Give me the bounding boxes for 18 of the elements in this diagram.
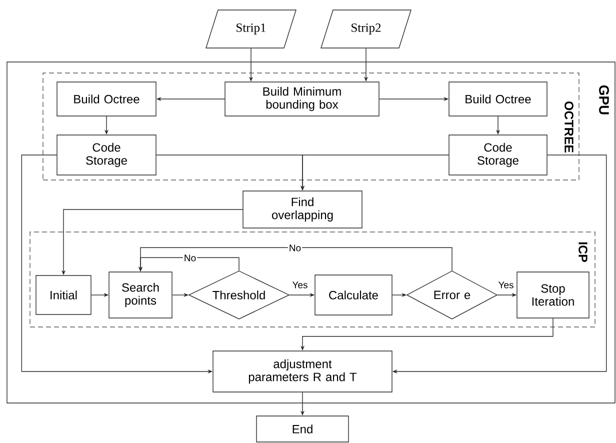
process-box: Build Octree xyxy=(56,82,156,116)
process-box: Search points xyxy=(108,272,172,318)
process-box: Code Storage xyxy=(448,134,548,176)
process-box: Build Octree xyxy=(448,82,548,116)
process-box: Calculate xyxy=(314,274,392,316)
process-box: Initial xyxy=(36,275,92,315)
process-box: Build Minimum bounding box xyxy=(224,82,380,116)
process-box: Find overlapping xyxy=(242,190,362,228)
edge-label: Yes xyxy=(292,282,308,288)
edge-label: Yes xyxy=(498,282,514,288)
edge-label: No xyxy=(288,244,302,252)
edge-label: No xyxy=(182,254,198,262)
process-box: Code Storage xyxy=(56,134,156,176)
end-box: End xyxy=(256,416,349,442)
process-box: Stop Iteration xyxy=(516,272,590,318)
input-parallelogram: Strip2 xyxy=(320,10,412,48)
input-parallelogram: Strip1 xyxy=(206,10,296,48)
process-box: adjustment parameters R and T xyxy=(212,350,392,392)
